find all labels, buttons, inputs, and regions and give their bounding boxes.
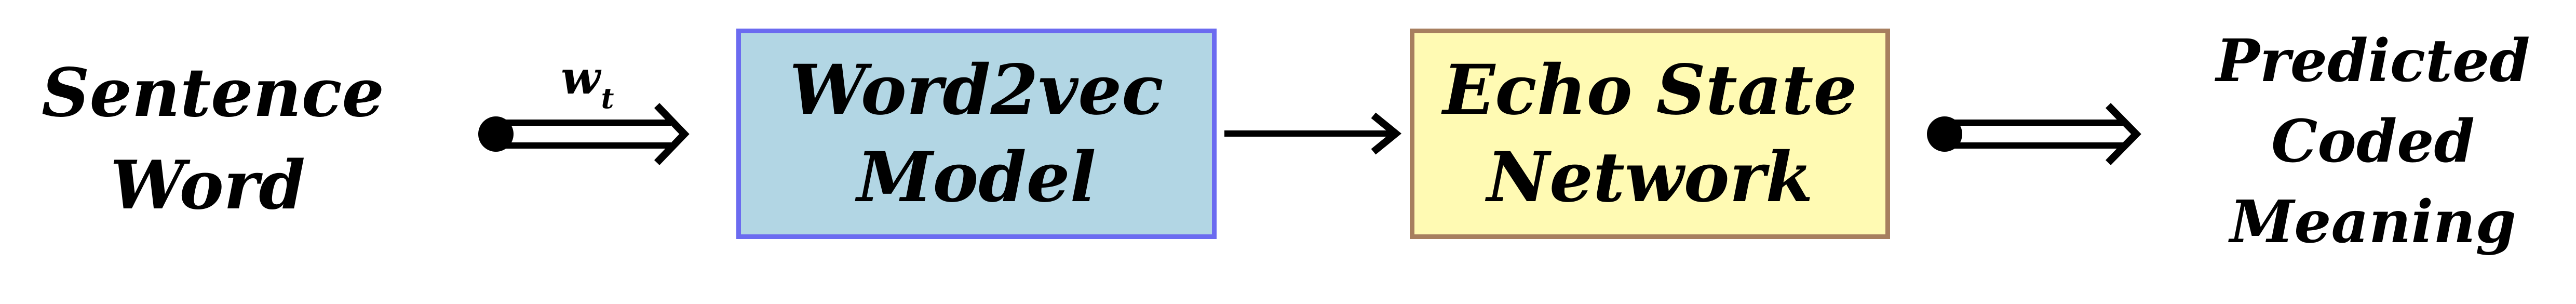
- input-arrow-head: [654, 103, 690, 165]
- output-arrow-head: [2106, 103, 2141, 165]
- word2vec-model-label: Word2vec Model: [789, 49, 1164, 218]
- middle-arrow: [1224, 112, 1402, 155]
- word2vec-model-box: Word2vec Model: [736, 29, 1217, 239]
- input-label-sentence-word: Sentence Word: [42, 54, 384, 224]
- arrow-label-subscript-t: t: [601, 82, 614, 115]
- output-double-arrow: [1927, 103, 2141, 165]
- arrow-label-w: w: [561, 50, 602, 104]
- input-double-arrow: [478, 103, 690, 165]
- echo-state-network-box: Echo State Network: [1410, 29, 1890, 239]
- output-label-predicted-coded-meaning: Predicted Coded Meaning: [2216, 27, 2530, 256]
- middle-arrow-head: [1371, 112, 1402, 155]
- echo-state-network-label: Echo State Network: [1442, 49, 1857, 218]
